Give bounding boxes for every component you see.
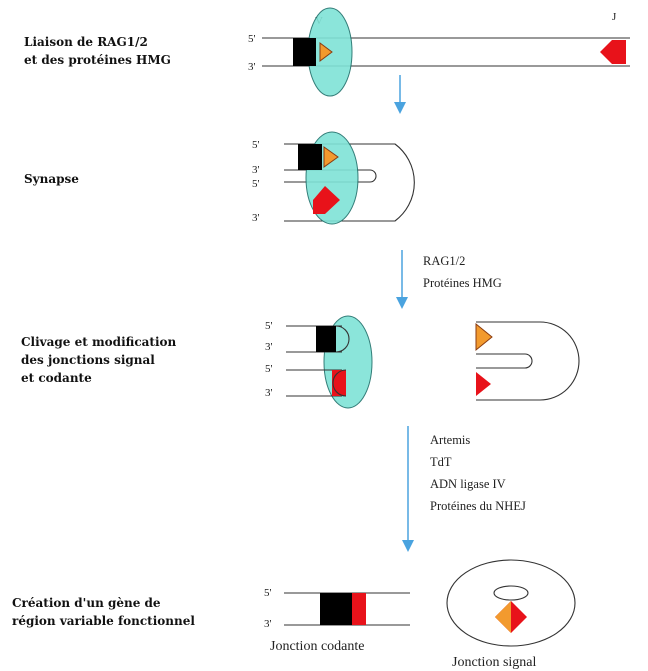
step4-j-segment — [352, 593, 366, 625]
step4-v-segment — [320, 593, 352, 625]
enzyme-ligase: ADN ligase IV — [430, 477, 506, 491]
step2-j-rss — [313, 186, 340, 214]
step3-title-line1: Clivage et modification — [21, 335, 177, 349]
step3-signal-loop-inner — [476, 353, 533, 369]
step3-j-hairpin — [332, 369, 347, 397]
step4-five-prime: 5' — [264, 587, 272, 599]
step1-three-prime: 3' — [248, 61, 256, 73]
j-label: J — [612, 11, 617, 23]
step3-title-line3: et codante — [21, 371, 92, 385]
step2-title-line1: Synapse — [24, 172, 79, 186]
step1-five-prime: 5' — [248, 33, 256, 45]
step3-three-prime-2: 3' — [265, 387, 273, 399]
coding-joint-caption: Jonction codante — [270, 639, 364, 654]
step4-title-line2: région variable fonctionnel — [12, 614, 195, 628]
step2-five-prime-bottom: 5' — [252, 178, 260, 190]
step2-v-segment — [298, 144, 322, 170]
step2-title: Synapse — [24, 170, 79, 188]
step2-loop-inner — [284, 169, 377, 183]
enzyme-tdt: TdT — [430, 455, 452, 469]
step3-three-prime-1: 3' — [265, 341, 273, 353]
step2-three-prime-bottom: 3' — [252, 212, 260, 224]
step2-loop-outer — [284, 143, 415, 222]
step3-v-coding-end — [316, 326, 336, 352]
step1-v-rss — [319, 42, 333, 62]
step3-title-line2: des jonctions signal — [21, 353, 155, 367]
step3-signal-rss-j — [476, 372, 491, 396]
signal-joint-caption: Jonction signal — [452, 655, 536, 670]
enzyme-rag: RAG1/2 — [423, 254, 466, 268]
step2-three-prime-top: 3' — [252, 164, 260, 176]
enzyme-artemis: Artemis — [430, 433, 471, 447]
enzymes-list-2: Artemis TdT ADN ligase IV Protéines du N… — [430, 429, 526, 517]
step3-five-prime-1: 5' — [265, 320, 273, 332]
step4-three-prime: 3' — [264, 618, 272, 630]
step1-title: Liaison de RAG1/2 et des protéines HMG — [24, 33, 171, 69]
enzymes-list-1: RAG1/2 Protéines HMG — [423, 250, 502, 294]
step3-title: Clivage et modification des jonctions si… — [21, 333, 176, 387]
step3-signal-rss-v — [475, 322, 493, 352]
enzyme-nhej: Protéines du NHEJ — [430, 499, 526, 513]
step4-title: Création d'un gène de région variable fo… — [12, 594, 195, 630]
step1-title-line1: Liaison de RAG1/2 — [24, 35, 148, 49]
step4-title-line1: Création d'un gène de — [12, 596, 161, 610]
step1-title-line2: et des protéines HMG — [24, 53, 171, 67]
step1-v-segment — [293, 38, 316, 66]
step1-j-rss — [600, 40, 626, 64]
step3-five-prime-2: 5' — [265, 363, 273, 375]
step2-v-rss — [323, 146, 339, 168]
step4-signal-circle — [446, 559, 576, 647]
step2-five-prime-top: 5' — [252, 139, 260, 151]
step4-signal-rss-v — [495, 601, 511, 633]
step3-j-coding-end — [332, 370, 346, 396]
step4-signal-inner-loop — [493, 585, 529, 601]
enzyme-hmg: Protéines HMG — [423, 276, 502, 290]
step3-signal-loop-outer — [476, 321, 580, 401]
step3-v-hairpin — [335, 325, 350, 353]
